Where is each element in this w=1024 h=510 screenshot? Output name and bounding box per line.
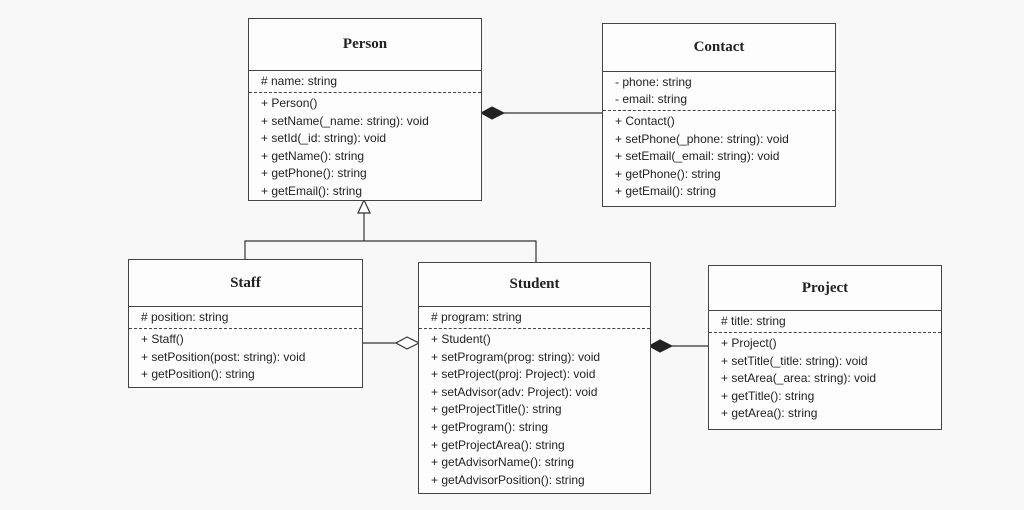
- operation: + getProjectTitle(): string: [431, 402, 562, 417]
- attribute: # name: string: [261, 74, 338, 88]
- operation: + getPhone(): string: [261, 166, 367, 181]
- operation: + getProjectArea(): string: [431, 437, 565, 452]
- operation: + getProgram(): string: [431, 419, 549, 434]
- operation: + setTitle(_title: string): void: [721, 353, 868, 368]
- class-operations: + Person() + setName(_name: string): voi…: [249, 93, 481, 203]
- generalization-line-student: [364, 240, 537, 263]
- operation: + getArea(): string: [721, 406, 818, 421]
- composition-diamond-student: [647, 339, 674, 353]
- operation: + Contact(): [615, 114, 675, 128]
- operation: + Staff(): [141, 332, 184, 346]
- operation: + setEmail(_email: string): void: [615, 149, 780, 164]
- operation: + Project(): [721, 336, 777, 350]
- operation: + getPhone(): string: [615, 166, 721, 181]
- class-name: Project: [709, 266, 941, 311]
- attribute: - email: string: [615, 92, 688, 106]
- operation: + setAdvisor(adv: Project): void: [431, 384, 598, 399]
- attribute: # position: string: [141, 310, 229, 324]
- operation: + setProgram(prog: string): void: [431, 349, 601, 364]
- operation: + getName(): string: [261, 148, 365, 163]
- operation: + getTitle(): string: [721, 388, 815, 403]
- composition-diamond-person: [479, 106, 506, 120]
- class-operations: + Student() + setProgram(prog: string): …: [419, 329, 650, 491]
- class-contact: Contact - phone: string - email: string …: [602, 23, 836, 207]
- class-operations: + Project() + setTitle(_title: string): …: [709, 333, 941, 425]
- operation: + getAdvisorName(): string: [431, 455, 575, 470]
- generalization-arrowhead: [357, 198, 371, 214]
- operation: + setId(_id: string): void: [261, 131, 387, 146]
- attribute: # title: string: [721, 314, 786, 328]
- class-staff: Staff # position: string + Staff() + set…: [128, 259, 363, 388]
- class-attributes: # title: string: [709, 311, 941, 333]
- attribute: # program: string: [431, 310, 522, 324]
- class-operations: + Contact() + setPhone(_phone: string): …: [603, 111, 835, 203]
- class-attributes: # position: string: [129, 307, 362, 329]
- class-person: Person # name: string + Person() + setNa…: [248, 18, 482, 201]
- class-attributes: - phone: string - email: string: [603, 72, 835, 111]
- operation: + Student(): [431, 332, 491, 346]
- operation: + setName(_name: string): void: [261, 113, 429, 128]
- class-attributes: # program: string: [419, 307, 650, 329]
- operation: + setPosition(post: string): void: [141, 349, 306, 364]
- class-operations: + Staff() + setPosition(post: string): v…: [129, 329, 362, 386]
- operation: + setArea(_area: string): void: [721, 371, 877, 386]
- class-name: Contact: [603, 24, 835, 72]
- operation: + getEmail(): string: [261, 183, 363, 198]
- class-attributes: # name: string: [249, 71, 481, 93]
- class-name: Student: [419, 263, 650, 307]
- attribute: - phone: string: [615, 75, 692, 89]
- aggregation-diamond-student: [394, 336, 421, 350]
- operation: + getEmail(): string: [615, 184, 717, 199]
- class-student: Student # program: string + Student() + …: [418, 262, 651, 494]
- class-project: Project # title: string + Project() + se…: [708, 265, 942, 430]
- operation: + Person(): [261, 96, 318, 110]
- operation: + setPhone(_phone: string): void: [615, 131, 789, 146]
- operation: + setProject(proj: Project): void: [431, 367, 596, 382]
- generalization-line-staff: [244, 240, 364, 260]
- operation: + getAdvisorPosition(): string: [431, 472, 585, 487]
- operation: + getPosition(): string: [141, 367, 255, 382]
- class-name: Staff: [129, 260, 362, 307]
- class-name: Person: [249, 19, 481, 71]
